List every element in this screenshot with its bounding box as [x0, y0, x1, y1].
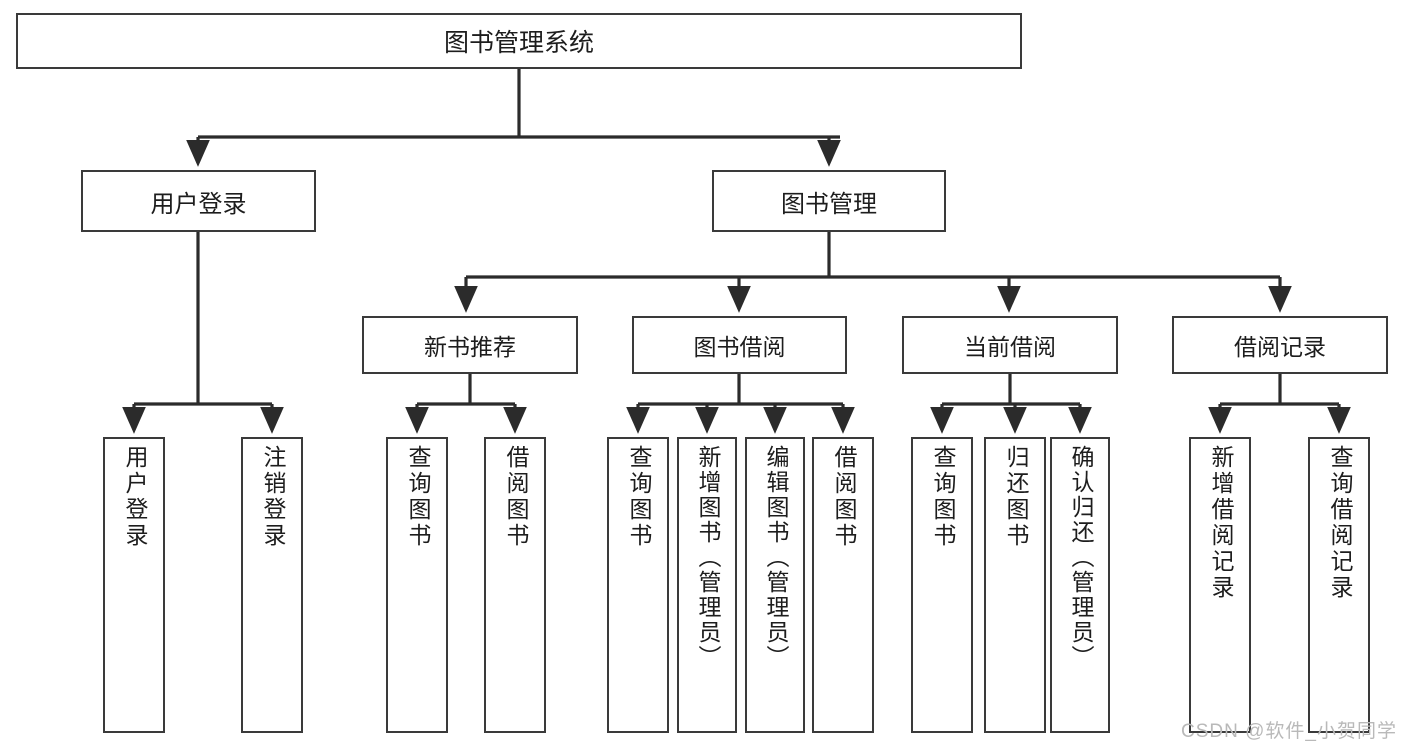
node-leaf-query-book-1-label: 查询图书 [404, 445, 431, 549]
node-root[interactable]: 图书管理系统 [16, 13, 1022, 69]
node-current-borrow[interactable]: 当前借阅 [902, 316, 1118, 374]
node-leaf-add-record-label: 新增借阅记录 [1207, 445, 1234, 601]
node-book-manage[interactable]: 图书管理 [712, 170, 946, 232]
node-leaf-user-login-label: 用户登录 [121, 445, 148, 549]
node-current-borrow-label: 当前借阅 [964, 334, 1056, 360]
watermark: CSDN @软件_小贺同学 [1181, 721, 1397, 742]
node-leaf-add-record[interactable]: 新增借阅记录 [1189, 437, 1251, 733]
node-leaf-borrow-book-1-label: 借阅图书 [502, 445, 529, 549]
node-leaf-borrow-book-2-label: 借阅图书 [830, 445, 857, 549]
node-leaf-query-record-label: 查询借阅记录 [1326, 445, 1353, 601]
node-leaf-logout[interactable]: 注销登录 [241, 437, 303, 733]
node-leaf-add-book[interactable]: 新增图书（管理员） [677, 437, 737, 733]
node-book-borrow[interactable]: 图书借阅 [632, 316, 847, 374]
node-leaf-borrow-book-2[interactable]: 借阅图书 [812, 437, 874, 733]
node-leaf-return-book[interactable]: 归还图书 [984, 437, 1046, 733]
node-leaf-edit-book-label: 编辑图书（管理员） [762, 445, 789, 670]
node-leaf-query-book-3[interactable]: 查询图书 [911, 437, 973, 733]
node-leaf-confirm-return[interactable]: 确认归还（管理员） [1050, 437, 1110, 733]
node-leaf-user-login[interactable]: 用户登录 [103, 437, 165, 733]
node-borrow-record[interactable]: 借阅记录 [1172, 316, 1388, 374]
node-leaf-query-book-1[interactable]: 查询图书 [386, 437, 448, 733]
node-leaf-confirm-return-label: 确认归还（管理员） [1067, 445, 1094, 670]
node-root-label: 图书管理系统 [443, 29, 594, 57]
node-leaf-borrow-book-1[interactable]: 借阅图书 [484, 437, 546, 733]
node-leaf-add-book-label: 新增图书（管理员） [694, 445, 721, 670]
node-book-borrow-label: 图书借阅 [693, 334, 786, 360]
node-leaf-edit-book[interactable]: 编辑图书（管理员） [745, 437, 805, 733]
node-user-login-label: 用户登录 [150, 190, 247, 218]
node-leaf-return-book-label: 归还图书 [1002, 445, 1029, 549]
node-borrow-record-label: 借阅记录 [1234, 334, 1326, 360]
node-new-book-rec[interactable]: 新书推荐 [362, 316, 578, 374]
node-leaf-query-book-2[interactable]: 查询图书 [607, 437, 669, 733]
node-leaf-logout-label: 注销登录 [259, 445, 286, 549]
node-user-login[interactable]: 用户登录 [81, 170, 316, 232]
node-leaf-query-book-2-label: 查询图书 [625, 445, 652, 549]
node-leaf-query-record[interactable]: 查询借阅记录 [1308, 437, 1370, 733]
node-leaf-query-book-3-label: 查询图书 [929, 445, 956, 549]
node-book-manage-label: 图书管理 [781, 190, 877, 218]
node-new-book-rec-label: 新书推荐 [424, 334, 516, 360]
